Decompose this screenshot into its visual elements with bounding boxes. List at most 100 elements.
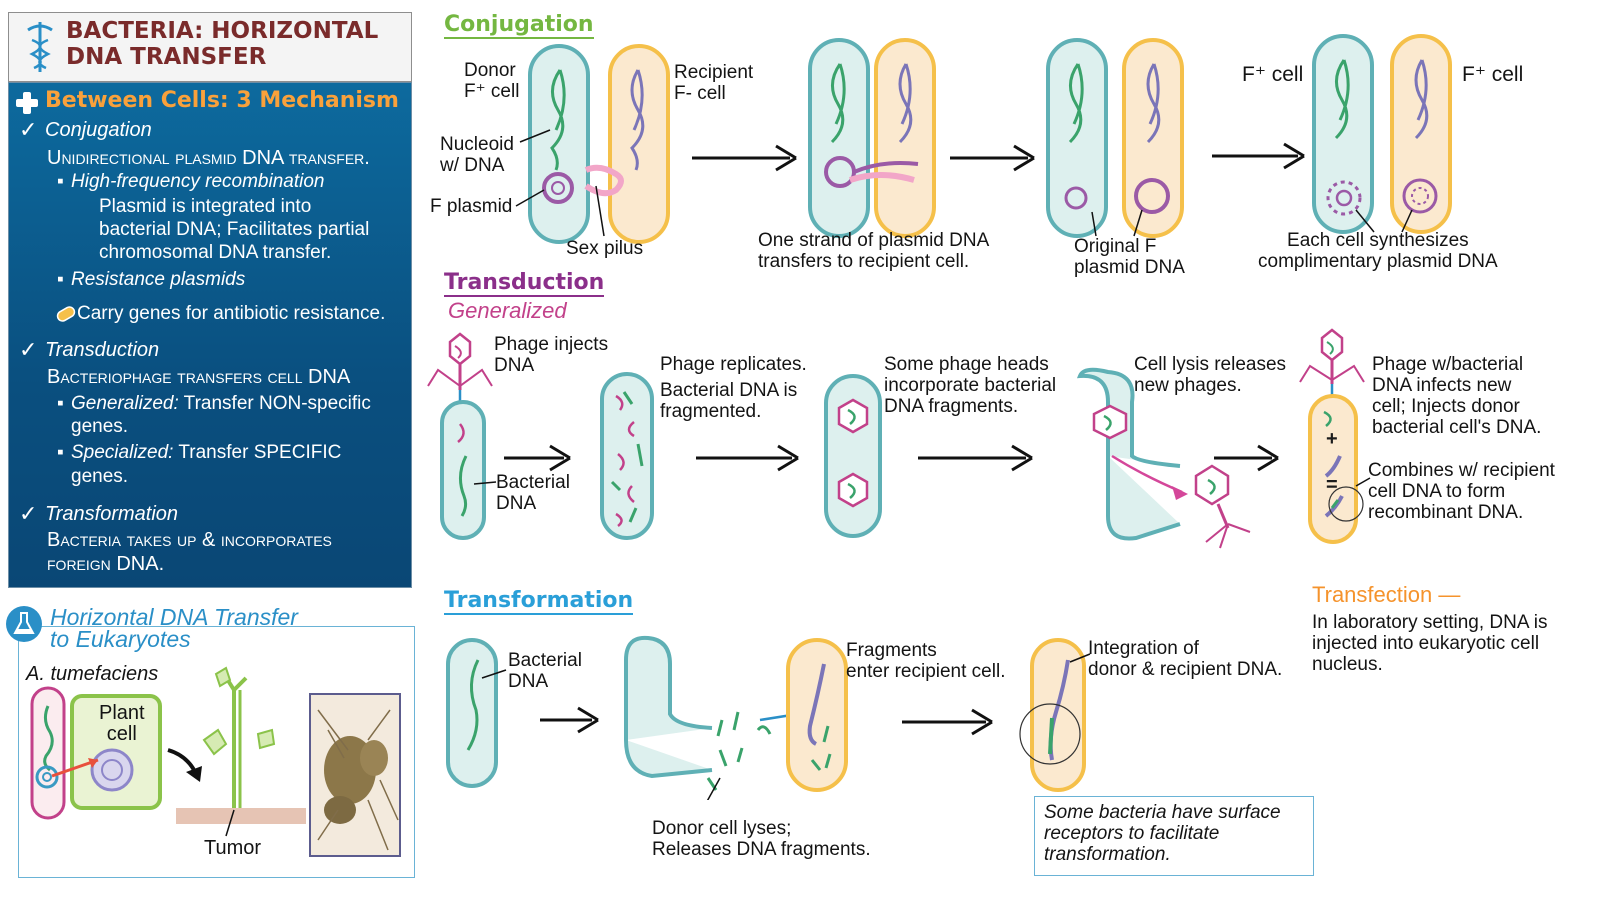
plus-icon: [16, 92, 38, 114]
integration-2: donor & recipient DNA.: [1088, 659, 1283, 680]
note-text: Some bacteria have surface receptors to …: [1044, 802, 1281, 865]
infects-2: DNA infects new: [1372, 375, 1512, 396]
check-icon: ✓: [19, 501, 38, 526]
each-cell-label: Each cell synthesizes complimentary plas…: [1258, 230, 1498, 272]
bacterial-dna-tf-1: Bacterial: [508, 650, 582, 671]
bacterial-dna-2: DNA: [496, 493, 537, 514]
one-strand-label: One strand of plasmid DNA transfers to r…: [758, 230, 989, 272]
fcell-label-a: F⁺ cell: [1242, 63, 1304, 86]
conj-desc: Unidirectional plasmid DNA transfer.: [47, 147, 370, 169]
conjugation-title: Conjugation: [444, 12, 594, 39]
integration-1: Integration of: [1088, 638, 1199, 659]
gen-line: Generalized: Transfer NON-specific: [71, 393, 371, 415]
infects-1: Phage w/bacterial: [1372, 354, 1524, 375]
bacterial-dna-label-tf: Bacterial DNA: [508, 650, 582, 692]
mechanism-panel: Between Cells: 3 Mechanism ✓ Conjugation…: [8, 82, 412, 588]
note-3: transformation.: [1044, 844, 1171, 865]
lysis-2: new phages.: [1134, 375, 1242, 396]
phage-injects-2: DNA: [494, 355, 535, 376]
hfr-desc-3: chromosomal DNA transfer.: [99, 242, 332, 263]
heads-label: Some phage heads incorporate bacterial D…: [884, 354, 1056, 417]
original-label: Original F plasmid DNA: [1074, 236, 1185, 278]
surface-receptor-note: [1034, 796, 1314, 876]
check-icon: ✓: [19, 117, 38, 142]
transfection-title: Transfection —: [1312, 582, 1461, 607]
bacterial-dna-tf-2: DNA: [508, 671, 549, 692]
integration-label: Integration of donor & recipient DNA.: [1088, 638, 1282, 680]
recipient-1: Recipient: [674, 62, 754, 83]
replicates-3: fragmented.: [660, 401, 762, 422]
plant-cell-1: Plant: [99, 702, 145, 724]
bullet-icon: ▪: [57, 442, 64, 463]
gen-text-1: Transfer NON-specific: [183, 393, 371, 414]
note-2: receptors to facilitate: [1044, 823, 1220, 844]
check-icon: ✓: [19, 337, 38, 362]
phage-injects-label: Phage injects DNA: [494, 334, 608, 376]
transfection-text: In laboratory setting, DNA is injected i…: [1312, 612, 1548, 675]
transduction-title: Transduction: [444, 270, 605, 297]
transfection-3: nucleus.: [1312, 654, 1383, 675]
replicates-label: Phage replicates. Bacterial DNA is fragm…: [660, 354, 807, 422]
tumor-label: Tumor: [204, 837, 262, 859]
equals-sign: =: [1326, 474, 1338, 496]
transf-title: Transformation: [45, 503, 179, 525]
combines-1: Combines w/ recipient: [1368, 460, 1555, 481]
one-strand-1: One strand of plasmid DNA: [758, 230, 990, 251]
replicates-2: Bacterial DNA is: [660, 380, 798, 401]
resist-label: Resistance plasmids: [71, 269, 246, 290]
pill-icon: [56, 306, 76, 322]
donor-lyses-1: Donor cell lyses;: [652, 818, 792, 839]
donor-lyses-2: Releases DNA fragments.: [652, 839, 871, 860]
trans-desc: Bacteriophage transfers cell DNA: [47, 366, 351, 388]
caduceus-icon: [27, 22, 53, 72]
hfr-desc-1: Plasmid is integrated into: [99, 196, 312, 217]
resist-desc: Carry genes for antibiotic resistance.: [77, 303, 386, 324]
eukaryote-title: Horizontal DNA Transfer to Eukaryotes: [50, 604, 298, 652]
donor-label: Donor F⁺ cell: [464, 60, 519, 102]
plant-cell-2: cell: [106, 723, 137, 745]
spec-text-1: Transfer SPECIFIC: [178, 442, 342, 463]
lysis-label: Cell lysis releases new phages.: [1134, 354, 1286, 396]
combines-3: recombinant DNA.: [1368, 502, 1524, 523]
donor-lyses-label: Donor cell lyses; Releases DNA fragments…: [652, 818, 871, 860]
replicates-1: Phage replicates.: [660, 354, 807, 375]
donor-1: Donor: [464, 60, 516, 81]
fplasmid-label: F plasmid: [430, 196, 513, 217]
hfr-label: High-frequency recombination: [71, 171, 325, 192]
transf-desc-1: Bacteria takes up & incorporates: [47, 529, 332, 551]
eukaryote-title-2: to Eukaryotes: [50, 626, 191, 652]
transduction-diagram: [427, 328, 1371, 549]
fragments-1: Fragments: [846, 640, 937, 661]
donor-2: F⁺ cell: [464, 81, 520, 102]
combines-label: Combines w/ recipient cell DNA to form r…: [1368, 460, 1555, 523]
each-cell-1: Each cell synthesizes: [1287, 230, 1469, 251]
infects-3: cell; Injects donor: [1372, 396, 1520, 417]
original-1: Original F: [1074, 236, 1157, 257]
bullet-icon: ▪: [57, 171, 64, 192]
title-box: [8, 12, 412, 82]
conj-title: Conjugation: [45, 119, 152, 141]
each-cell-2: complimentary plasmid DNA: [1258, 251, 1498, 272]
fragments-label: Fragments enter recipient cell.: [846, 640, 1005, 682]
sexpilus-label: Sex pilus: [566, 238, 644, 259]
transduction-subtitle: Generalized: [448, 298, 567, 323]
heads-1: Some phage heads: [884, 354, 1049, 375]
nucleoid-label: Nucleoid w/ DNA: [440, 134, 514, 176]
heads-3: DNA fragments.: [884, 396, 1019, 417]
fragments-2: enter recipient cell.: [846, 661, 1006, 682]
eukaryote-title-1: Horizontal DNA Transfer: [50, 604, 298, 630]
infects-4: bacterial cell's DNA.: [1372, 417, 1542, 438]
one-strand-2: transfers to recipient cell.: [758, 251, 970, 272]
bacterial-dna-1: Bacterial: [496, 472, 570, 493]
recipient-label: Recipient F- cell: [674, 62, 753, 104]
transfection-2: injected into eukaryotic cell: [1312, 633, 1540, 654]
transformation-title: Transformation: [444, 588, 634, 615]
plant-cell-label: Plant cell: [99, 703, 145, 745]
bullet-icon: ▪: [57, 393, 64, 414]
gen-text-2: genes.: [71, 416, 129, 437]
original-2: plasmid DNA: [1074, 257, 1185, 278]
gen-label: Generalized:: [71, 393, 179, 414]
note-1: Some bacteria have surface: [1044, 802, 1281, 823]
heads-2: incorporate bacterial: [884, 375, 1057, 396]
recipient-2: F- cell: [674, 83, 726, 104]
